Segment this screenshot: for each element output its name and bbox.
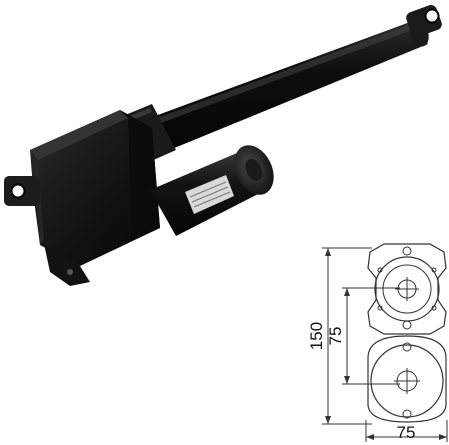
motor-end-view [367,335,447,423]
front-clevis-eye [406,5,442,37]
bottom-foot [44,244,90,286]
rear-mount-clevis [4,176,40,206]
gearbox-housing [30,110,160,266]
technical-drawing [322,243,448,442]
extension-rod [128,19,429,158]
dimension-label-150: 150 [307,322,326,350]
motor-can [150,145,274,236]
dimension-label-75-vertical: 75 [326,327,345,346]
top-mount-view [367,243,447,335]
dimension-label-75-horizontal: 75 [397,423,416,442]
